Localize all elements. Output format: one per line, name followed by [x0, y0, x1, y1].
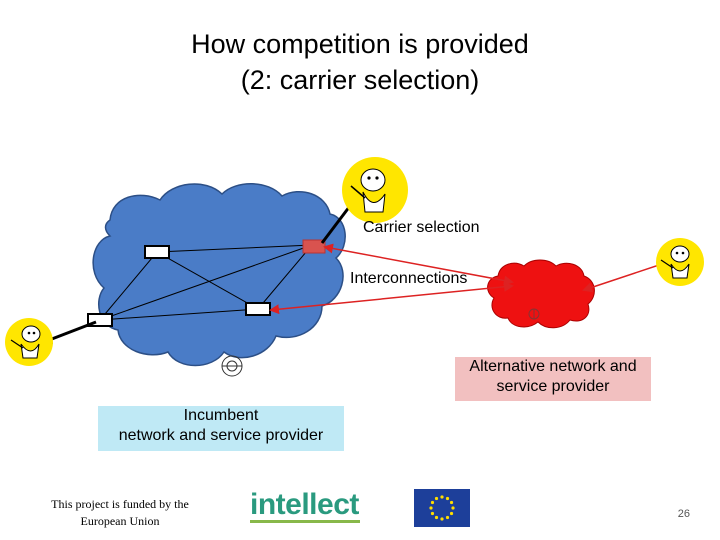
person-icon [5, 318, 53, 366]
eu-star [430, 500, 435, 505]
interconnection-arrow-2 [269, 281, 514, 315]
funding-note: This project is funded by the European U… [40, 496, 200, 530]
eu-star [429, 506, 433, 510]
eu-star [440, 517, 444, 521]
title-line-1: How competition is provided [191, 29, 529, 59]
intellect-logo: intellect [250, 488, 359, 521]
incumbent-provider-line-2: network and service provider [118, 427, 324, 444]
funding-line-2: European Union [80, 514, 160, 528]
incumbent-links [99, 244, 313, 321]
alternative-provider-box: Alternative network and service provider [455, 357, 651, 401]
slide-title: How competition is provided (2: carrier … [0, 26, 720, 98]
eu-star [434, 515, 439, 520]
incumbent-provider-line-1: Incumbent [183, 407, 259, 424]
page-number: 26 [677, 508, 690, 520]
eu-star [445, 515, 450, 520]
switch-node [245, 302, 271, 316]
alternative-provider-line-1: Alternative network and [469, 358, 637, 375]
alternative-network-cloud [487, 259, 595, 329]
alternative-provider-line-2: service provider [496, 378, 610, 395]
intellect-logo-underline [250, 520, 360, 523]
antenna-icon [528, 308, 540, 320]
incumbent-network-cloud [92, 183, 346, 367]
title-line-2: (2: carrier selection) [240, 65, 480, 95]
eu-star [445, 496, 450, 501]
person-icon [656, 238, 704, 286]
eu-star [434, 496, 439, 501]
funding-line-1: This project is funded by the [51, 497, 189, 511]
person-icon [342, 157, 408, 223]
interconnections-label: Interconnections [350, 270, 468, 287]
eu-star [449, 511, 454, 516]
eu-star [451, 506, 455, 510]
interconnection-arrow-1 [323, 243, 514, 286]
antenna-icon [221, 355, 243, 377]
carrier-selection-label: Carrier selection [363, 219, 480, 236]
eu-flag-icon [414, 489, 470, 527]
eu-star [449, 500, 454, 505]
eu-star [440, 495, 444, 499]
arrow-to-right-person [582, 259, 670, 293]
incumbent-provider-box: Incumbent network and service provider [98, 406, 344, 451]
switch-node [144, 245, 170, 259]
eu-star [430, 511, 435, 516]
